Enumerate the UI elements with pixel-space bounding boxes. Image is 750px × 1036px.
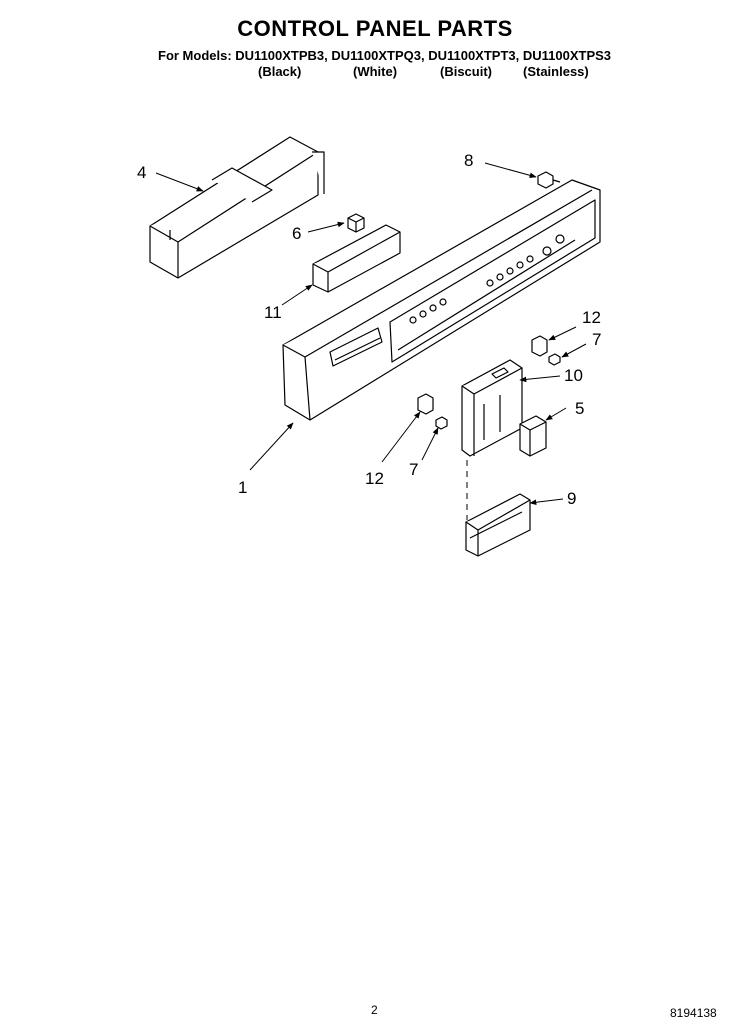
callout-7-lower: 7 bbox=[409, 460, 418, 479]
part-6-connector bbox=[347, 213, 365, 233]
callout-6: 6 bbox=[292, 224, 301, 243]
document-number: 8194138 bbox=[670, 1006, 717, 1020]
part-4-top-cover bbox=[149, 136, 325, 279]
page-title: CONTROL PANEL PARTS bbox=[237, 16, 513, 41]
page-number: 2 bbox=[371, 1003, 378, 1017]
variant-white: (White) bbox=[353, 64, 398, 79]
models-line: For Models: DU1100XTPB3, DU1100XTPQ3, DU… bbox=[158, 48, 612, 63]
part-12-upper-clip bbox=[531, 335, 548, 357]
callout-10: 10 bbox=[564, 366, 583, 385]
callout-8: 8 bbox=[464, 151, 473, 170]
callout-5: 5 bbox=[575, 399, 584, 418]
part-7-upper-screw bbox=[548, 353, 561, 366]
part-12-lower-clip bbox=[417, 393, 434, 415]
variant-biscuit: (Biscuit) bbox=[440, 64, 492, 79]
callout-1: 1 bbox=[238, 478, 247, 497]
part-1-control-panel bbox=[282, 179, 601, 421]
variant-stainless: (Stainless) bbox=[523, 64, 589, 79]
leader-lines bbox=[155, 162, 587, 506]
variant-black: (Black) bbox=[258, 64, 302, 79]
part-10-bracket bbox=[461, 359, 523, 457]
callout-11: 11 bbox=[264, 303, 282, 322]
part-7-lower-screw bbox=[435, 416, 448, 430]
part-9-handle bbox=[465, 493, 531, 557]
callout-4: 4 bbox=[137, 163, 146, 182]
callout-7-upper: 7 bbox=[592, 330, 601, 349]
callout-9: 9 bbox=[567, 489, 576, 508]
callout-12-lower: 12 bbox=[365, 469, 384, 488]
part-8-screw bbox=[537, 171, 561, 189]
part-11-control-board bbox=[312, 224, 401, 293]
part-5-latch bbox=[519, 415, 547, 457]
callout-12-upper: 12 bbox=[582, 308, 601, 327]
